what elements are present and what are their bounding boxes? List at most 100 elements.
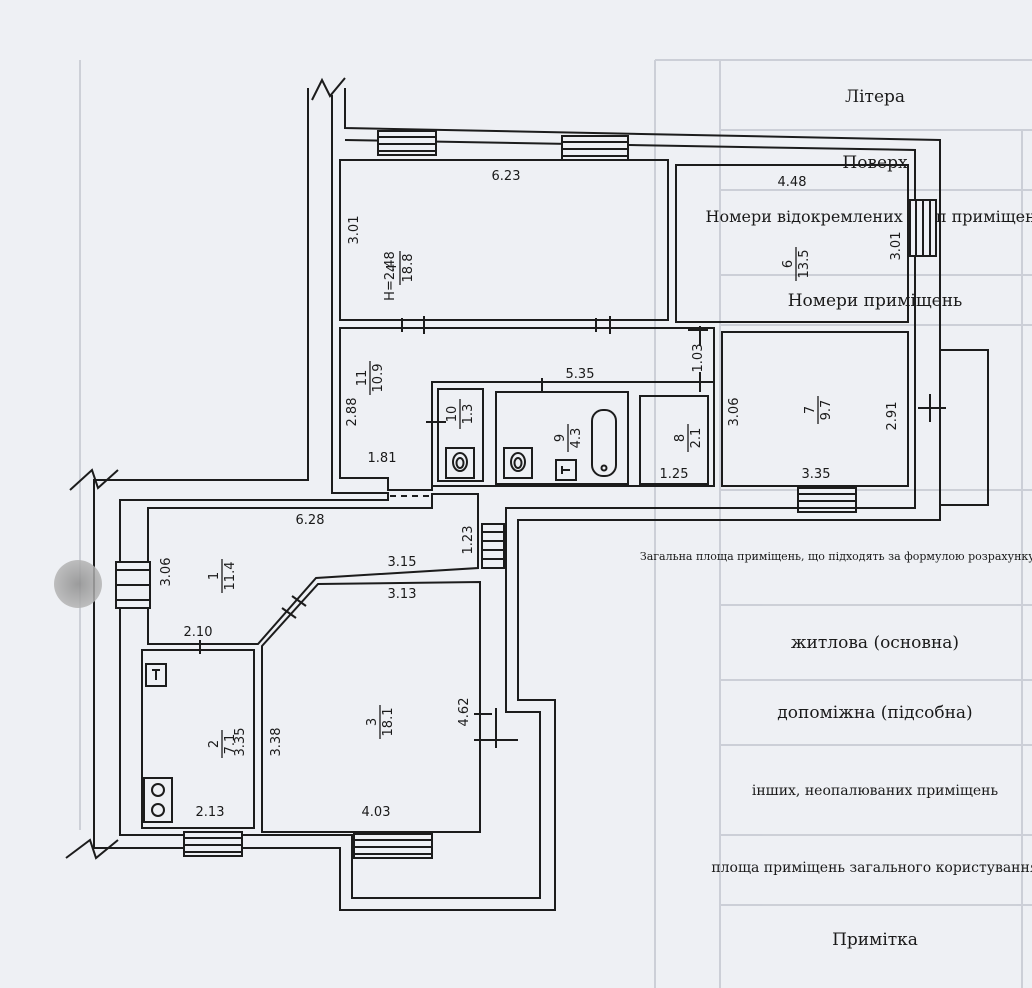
ghost-row-floor: Поверх <box>842 153 908 173</box>
room-10-number: 10 <box>445 406 460 423</box>
room-4-number: 4 <box>385 264 400 272</box>
dim-r7-depth: 2.91 <box>885 402 900 431</box>
room-9-area: 4.3 <box>569 428 584 449</box>
dim-r1-width: 6.28 <box>296 513 325 528</box>
room-3-number: 3 <box>365 718 380 726</box>
room-7-area: 9.7 <box>819 400 834 421</box>
exterior-wall-outer <box>93 88 989 911</box>
room-7 <box>721 331 909 487</box>
dim-r3-bottom: 4.03 <box>362 805 391 820</box>
room-10-label: 10 1.3 <box>445 399 476 429</box>
room-6-label: 6 13.5 <box>781 247 812 281</box>
wet-block <box>431 381 715 487</box>
sink-kitchen <box>145 663 167 687</box>
ghost-row-other: інших, неопалюваних приміщень <box>752 783 999 799</box>
room-4-area: 18.8 <box>401 254 416 283</box>
dim-r2-height: 3.35 <box>233 728 248 757</box>
room-8-number: 8 <box>673 434 688 442</box>
dim-r2-bottom: 2.13 <box>196 805 225 820</box>
dim-step: 1.23 <box>461 526 476 555</box>
dim-r7-height: 3.06 <box>727 398 742 427</box>
window-room7-bottom <box>797 487 857 513</box>
dim-r8-width: 1.25 <box>660 467 689 482</box>
room-3 <box>261 580 481 833</box>
room-11-area: 10.9 <box>371 364 386 393</box>
room-11-number: 11 <box>355 370 370 387</box>
room-1-area: 11.4 <box>223 562 238 591</box>
dim-r1-height: 3.06 <box>159 558 174 587</box>
room-3-label: 3 18.1 <box>365 705 396 739</box>
ghost-row-letter: Літера <box>845 87 905 107</box>
room-2-label: 2 7.1 <box>207 730 238 758</box>
ghost-row-auxiliary: допоміжна (підсобна) <box>777 703 972 723</box>
room-9-label: 9 4.3 <box>553 424 584 452</box>
room-4-label: 4 18.8 <box>385 251 416 285</box>
dim-r4-width: 6.23 <box>492 169 521 184</box>
dim-r2-width: 2.10 <box>184 625 213 640</box>
ghost-row-groups: Номери відокремлених груп приміщень <box>706 207 1032 226</box>
break-mark-left-lower <box>65 838 119 860</box>
window-room2-bottom <box>183 831 243 857</box>
toilet-room9 <box>503 447 533 479</box>
window-right <box>909 199 937 257</box>
room-10-area: 1.3 <box>461 404 476 425</box>
dim-r11-width: 1.81 <box>368 451 397 466</box>
ghost-row-living: житлова (основна) <box>791 633 959 653</box>
dim-top-b: 3.13 <box>388 587 417 602</box>
blurred-stamp <box>54 560 102 608</box>
floor-plan <box>65 77 989 911</box>
dim-r3-left: 3.38 <box>269 728 284 757</box>
break-mark-left-upper <box>69 468 119 491</box>
room-1 <box>147 493 479 645</box>
room-6 <box>675 164 909 323</box>
room-3-area: 18.1 <box>381 708 396 737</box>
exterior-wall-inner <box>119 95 916 899</box>
stove-kitchen <box>143 777 173 823</box>
dimension-labels: 6.23 3.01 H=2.48 4.48 3.01 5.35 2.88 1.8… <box>159 169 904 820</box>
room-9 <box>495 391 629 485</box>
entrance-steps <box>481 523 505 569</box>
dim-hall-width: 5.35 <box>566 367 595 382</box>
room-4 <box>339 159 669 321</box>
room-labels: 4 18.8 6 13.5 11 10.9 10 1.3 9 4.3 8 2.1 <box>207 247 834 758</box>
dim-r6-height: 3.01 <box>889 232 904 261</box>
room-10 <box>437 388 484 482</box>
bathtub <box>591 409 617 477</box>
toilet-room10 <box>445 447 475 479</box>
room-8-area: 2.1 <box>689 428 704 449</box>
ghost-table <box>79 59 1032 988</box>
ghost-row-note: Примітка <box>832 930 918 950</box>
room-11 <box>339 327 715 491</box>
window-top-left <box>377 130 437 156</box>
sink-room9 <box>555 459 577 481</box>
window-room3-bottom <box>353 833 433 859</box>
room-6-number: 6 <box>781 260 796 268</box>
dim-r11-height: 2.88 <box>345 398 360 427</box>
dim-r7-width: 3.35 <box>802 467 831 482</box>
dim-r6-width: 4.48 <box>778 175 807 190</box>
ghost-row-rooms: Номери приміщень <box>788 291 963 311</box>
door-ticks <box>199 316 946 748</box>
window-room1-left <box>115 561 151 609</box>
room-7-number: 7 <box>803 406 818 414</box>
dim-top-a: 3.15 <box>388 555 417 570</box>
room-2 <box>141 649 255 829</box>
window-top-middle <box>561 135 629 161</box>
room-7-label: 7 9.7 <box>803 396 834 424</box>
room-1-label: 1 11.4 <box>207 559 238 593</box>
room-9-number: 9 <box>553 434 568 442</box>
dim-r3-right: 4.62 <box>457 698 472 727</box>
dim-gap: 1.03 <box>691 344 706 373</box>
room-11-label: 11 10.9 <box>355 361 386 395</box>
ghost-row-area: Загальна площа приміщень, що підходять з… <box>640 550 1032 563</box>
room-1-number: 1 <box>207 572 222 580</box>
break-mark-top <box>311 77 346 101</box>
room-8-label: 8 2.1 <box>673 424 704 452</box>
room-8 <box>639 395 709 485</box>
room-6-area: 13.5 <box>797 250 812 279</box>
dim-r4-height: 3.01 <box>347 216 362 245</box>
room-2-number: 2 <box>207 740 222 748</box>
dim-ceiling-height: H=2.48 <box>383 251 398 301</box>
ghost-row-common: площа приміщень загального користування <box>711 860 1032 876</box>
